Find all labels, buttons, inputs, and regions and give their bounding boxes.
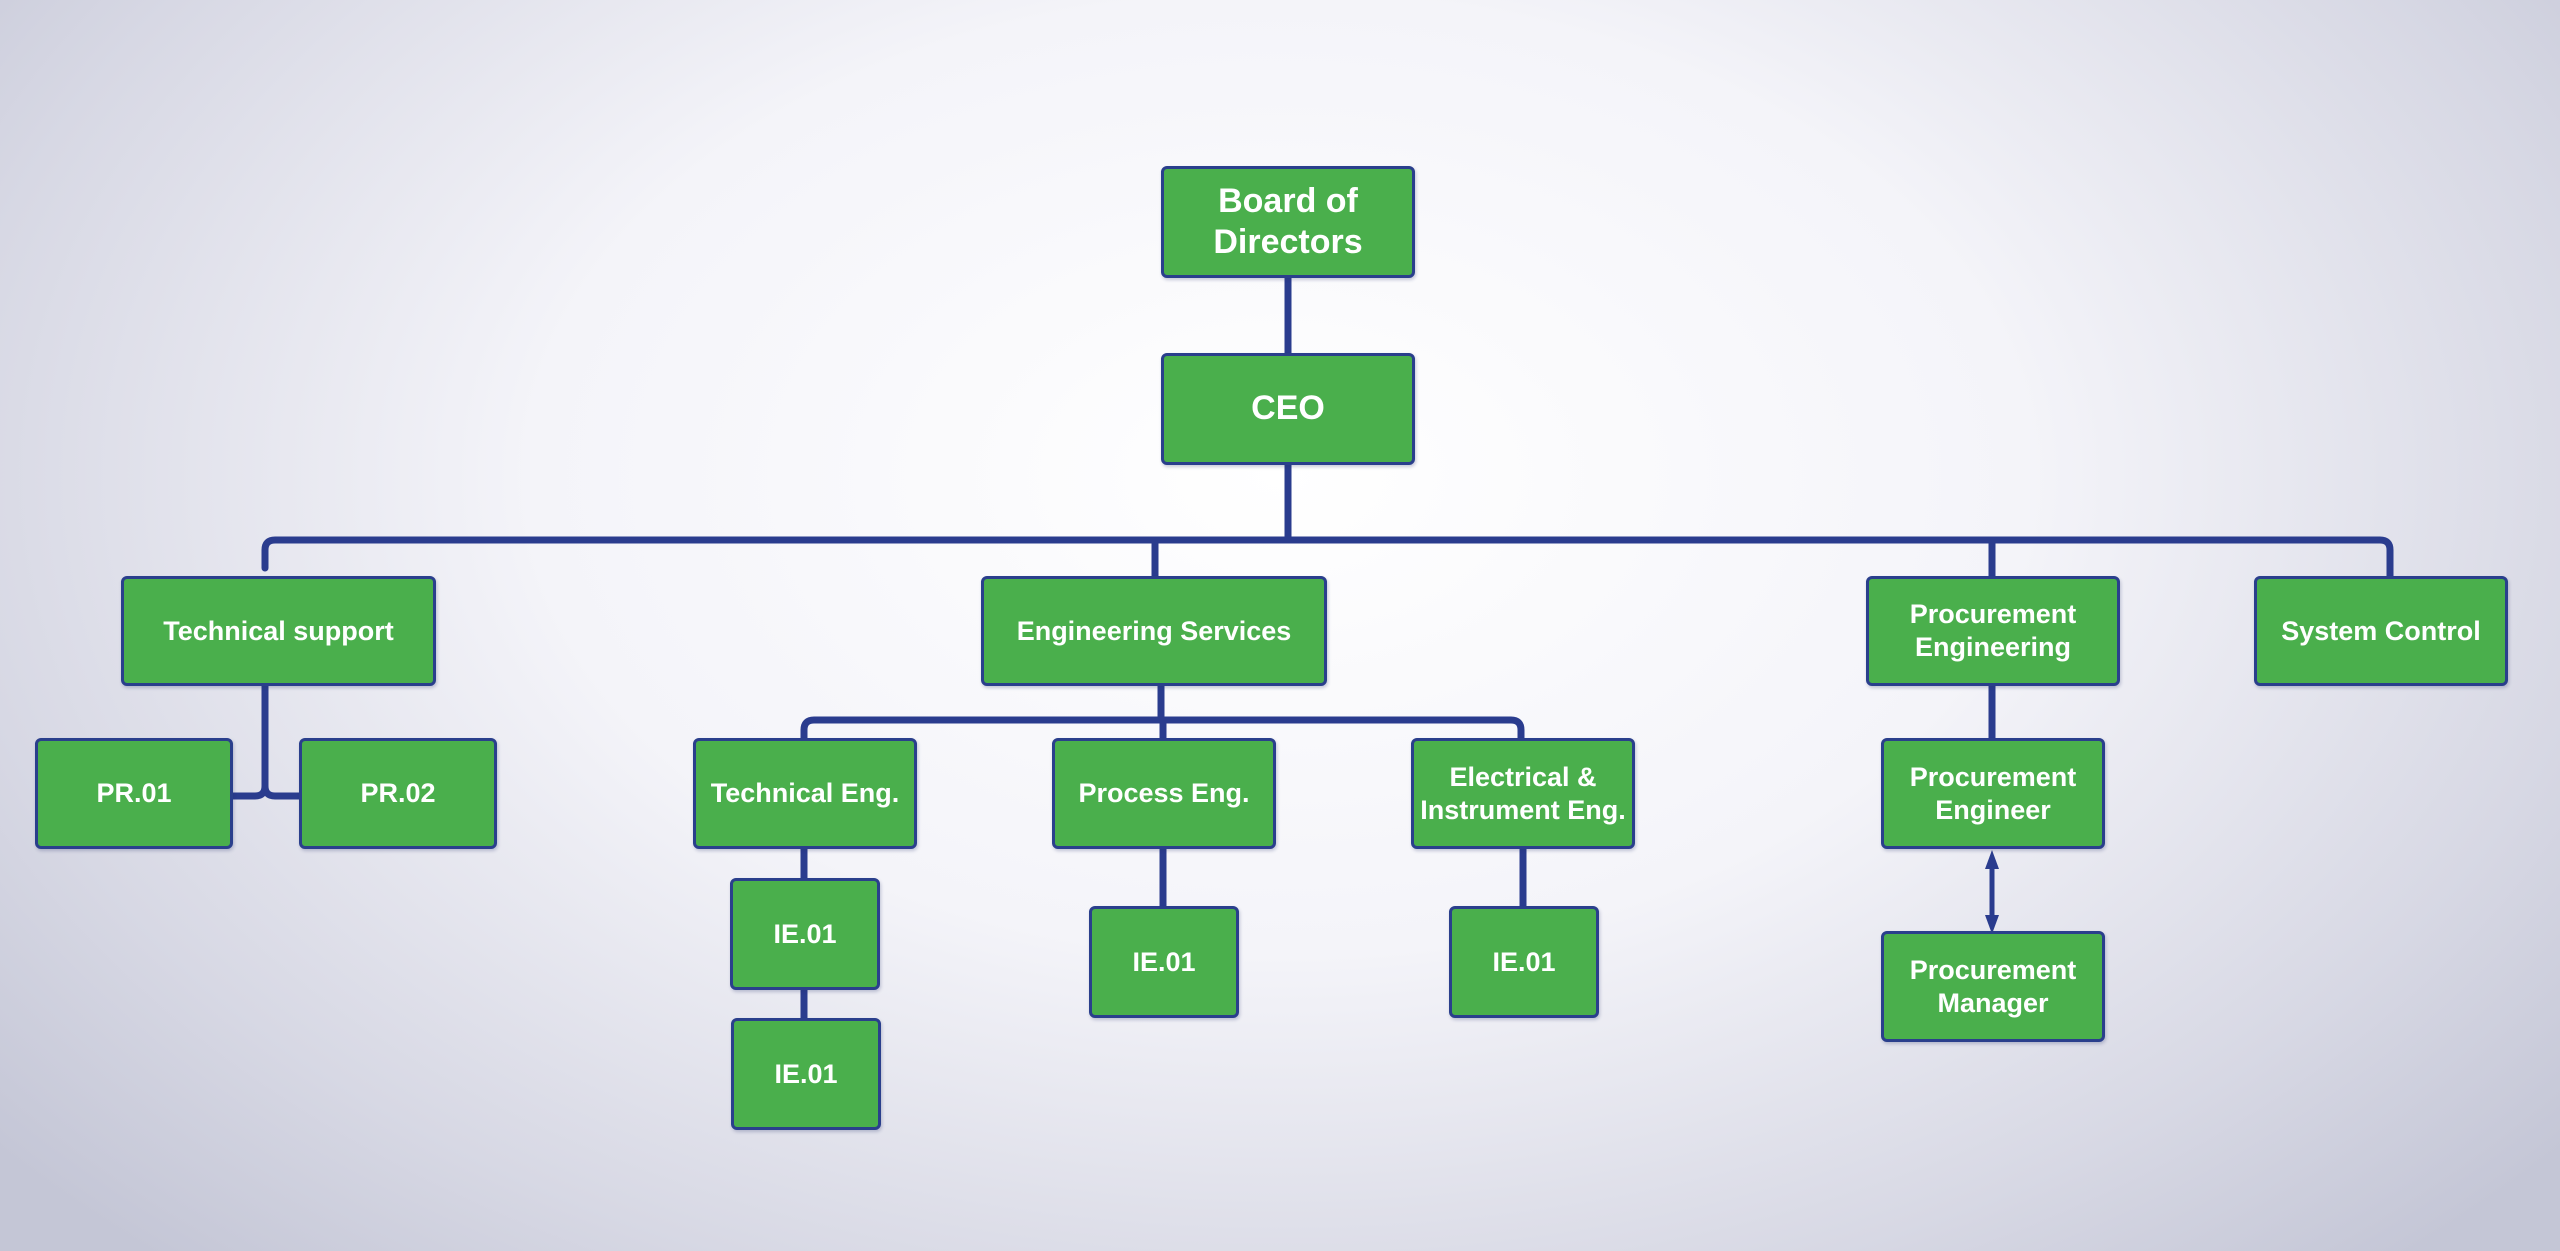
procurement-engineering-node: Procurement Engineering [1866,576,2120,686]
arrowhead-up [1985,850,1999,869]
system-control-node: System Control [2254,576,2508,686]
connector-level1-bus [261,536,2394,582]
electrical-ie01-node: IE.01 [1449,906,1599,1018]
technical-ie01-second-node: IE.01 [731,1018,881,1130]
technical-support-node: Technical support [121,576,436,686]
technical-ie01-node: IE.01 [730,878,880,990]
pr01-node: PR.01 [35,738,233,849]
electrical-instrument-eng-node: Electrical & Instrument Eng. [1411,738,1635,849]
process-eng-node: Process Eng. [1052,738,1276,849]
procurement-manager-node: Procurement Manager [1881,931,2105,1042]
engineering-services-node: Engineering Services [981,576,1327,686]
technical-eng-node: Technical Eng. [693,738,917,849]
pr02-node: PR.02 [299,738,497,849]
connector-technical-support-pr [228,680,304,800]
ceo-node: CEO [1161,353,1415,465]
process-ie01-node: IE.01 [1089,906,1239,1018]
procurement-engineer-node: Procurement Engineer [1881,738,2105,849]
board-of-directors-node: Board of Directors [1161,166,1415,278]
arrowhead-down [1985,915,1999,934]
